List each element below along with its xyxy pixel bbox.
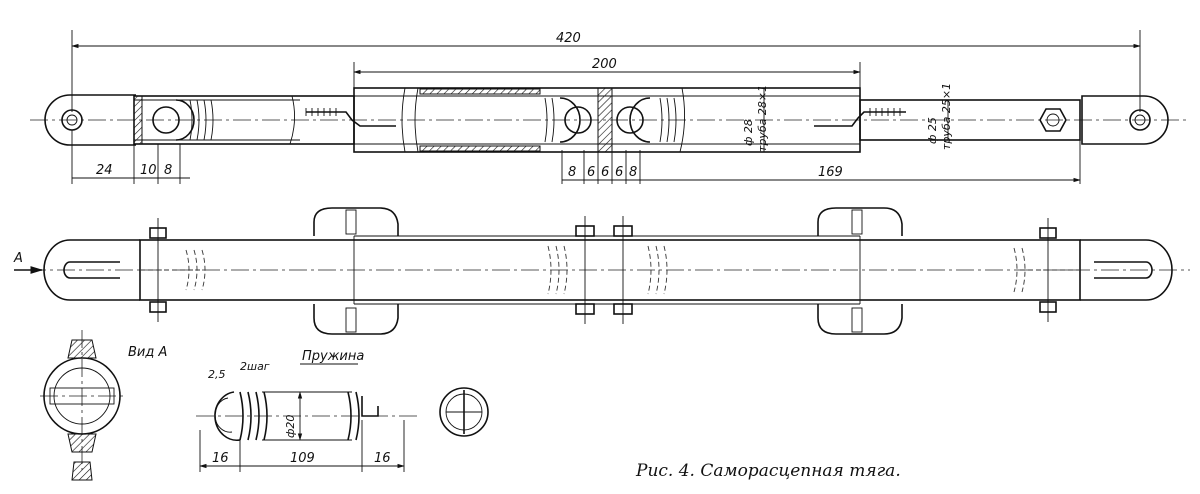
dim-8c: 8 bbox=[629, 165, 637, 180]
dim-8a: 8 bbox=[164, 163, 172, 178]
view-a: Вид А bbox=[40, 330, 167, 481]
dim-200: 200 bbox=[592, 57, 617, 72]
dim-420: 420 bbox=[556, 31, 581, 46]
dim-6c: 6 bbox=[615, 165, 623, 180]
bolts bbox=[149, 216, 1057, 324]
section-view: ф 28 труба 28×1 ф 25 труба 25×1 bbox=[30, 83, 1190, 153]
view-a-label: Вид А bbox=[128, 345, 167, 360]
spring-title: Пружина bbox=[302, 349, 364, 364]
spring-pitch: 2шаг bbox=[240, 360, 270, 373]
partition bbox=[597, 87, 613, 153]
left-spring bbox=[189, 99, 214, 141]
figure-caption: Рис. 4. Саморасцепная тяга. bbox=[635, 461, 901, 481]
dim-24: 24 bbox=[96, 163, 113, 178]
right-tube bbox=[859, 99, 1081, 141]
nut bbox=[1039, 108, 1067, 132]
dim-6a: 6 bbox=[587, 165, 595, 180]
dimension-lines-bottom: 24 10 8 8 6 6 6 8 169 bbox=[71, 130, 1081, 184]
left-loop bbox=[152, 106, 180, 134]
pipe-dia-label: ф 28 bbox=[742, 119, 755, 146]
spring-end-a: 16 bbox=[212, 451, 229, 466]
tube-dia-label: ф 25 bbox=[926, 117, 939, 144]
view-arrow-label: А bbox=[13, 251, 23, 266]
dim-6b: 6 bbox=[601, 165, 609, 180]
spring-dia: ф20 bbox=[284, 415, 297, 438]
spring-end-view bbox=[439, 387, 489, 437]
tube-spec-label: труба 25×1 bbox=[940, 83, 953, 150]
dimension-lines-top: 420 200 bbox=[71, 30, 1141, 112]
spring-end-b: 16 bbox=[374, 451, 391, 466]
plan-view: А bbox=[13, 207, 1190, 335]
spring-detail: Пружина 2шаг 2,5 ф20 16 109 16 bbox=[196, 349, 420, 472]
dim-169: 169 bbox=[818, 165, 843, 180]
lug-right bbox=[817, 207, 903, 335]
dim-8b: 8 bbox=[568, 165, 576, 180]
spring-len: 109 bbox=[290, 451, 315, 466]
lug-left bbox=[313, 207, 399, 335]
pipe-spec-label: труба 28×1 bbox=[756, 85, 769, 152]
dim-10: 10 bbox=[140, 163, 157, 178]
spring-small: 2,5 bbox=[208, 368, 226, 381]
